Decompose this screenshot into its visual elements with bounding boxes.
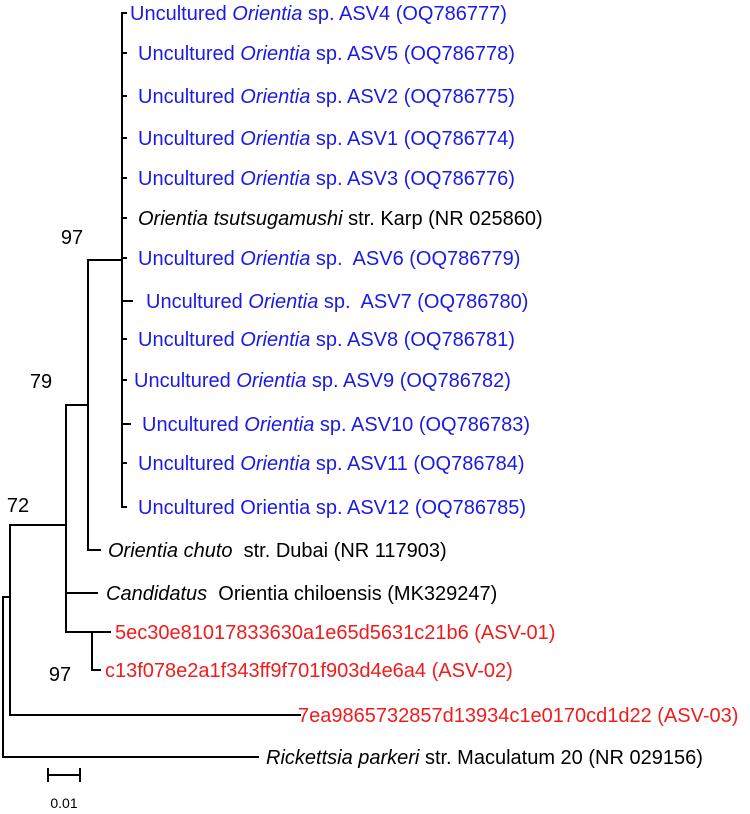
label-text: Uncultured [138, 329, 240, 351]
label-text: str. Karp (NR 025860) [343, 208, 543, 230]
scale-bar: 0.01 [47, 768, 81, 811]
leaf-label-asv7: Uncultured Orientia sp. ASV7 (OQ786780) [146, 291, 528, 313]
label-text: sp. ASV10 (OQ786783) [314, 414, 530, 436]
label-text: sp. ASV5 (OQ786778) [310, 43, 515, 65]
bootstrap-node-97-upper: 97 [61, 227, 83, 249]
label-text: Uncultured [138, 43, 240, 65]
italic-taxon-name: Orientia [240, 168, 310, 190]
label-text: str. Dubai (NR 117903) [233, 540, 447, 562]
label-text: sp. ASV8 (OQ786781) [310, 329, 515, 351]
tree-branches [2, 12, 301, 758]
label-text: c13f078e2a1f343ff9f701f903d4e6a4 (ASV-02… [105, 660, 513, 682]
italic-taxon-name: Orientia [232, 3, 302, 25]
leaf-labels: Uncultured Orientia sp. ASV4 (OQ786777)U… [105, 3, 738, 769]
scale-bar-label: 0.01 [50, 795, 77, 811]
leaf-label-asv6: Uncultured Orientia sp. ASV6 (OQ786779) [138, 248, 520, 270]
label-text: sp. ASV4 (OQ786777) [302, 3, 507, 25]
italic-taxon-name: Orientia [240, 43, 310, 65]
label-text: sp. ASV1 (OQ786774) [310, 128, 515, 150]
leaf-label-asv11: Uncultured Orientia sp. ASV11 (OQ786784) [138, 453, 525, 475]
leaf-label-asv9: Uncultured Orientia sp. ASV9 (OQ786782) [134, 370, 511, 392]
label-text: Uncultured [146, 291, 248, 313]
leaf-label-asv3: Uncultured Orientia sp. ASV3 (OQ786776) [138, 168, 515, 190]
label-text: Uncultured [130, 3, 232, 25]
label-text: sp. ASV2 (OQ786775) [310, 86, 515, 108]
leaf-label-chiloensis: Candidatus Orientia chiloensis (MK329247… [106, 583, 497, 605]
leaf-label-asv12: Uncultured Orientia sp. ASV12 (OQ786785) [138, 497, 526, 519]
label-text: sp. ASV3 (OQ786776) [310, 168, 515, 190]
label-text: Uncultured [138, 453, 240, 475]
leaf-label-asv01: 5ec30e81017833630a1e65d5631c21b6 (ASV-01… [115, 622, 555, 644]
label-text: Uncultured [138, 168, 240, 190]
label-text: str. Maculatum 20 (NR 029156) [419, 747, 702, 769]
label-text: Uncultured [134, 370, 236, 392]
italic-taxon-name: Orientia [248, 291, 318, 313]
leaf-label-parkeri: Rickettsia parkeri str. Maculatum 20 (NR… [266, 747, 703, 769]
label-text: sp. ASV7 (OQ786780) [318, 291, 528, 313]
leaf-label-asv2: Uncultured Orientia sp. ASV2 (OQ786775) [138, 86, 515, 108]
italic-taxon-name: Orientia [240, 453, 310, 475]
label-text: Uncultured [142, 414, 244, 436]
label-text: Uncultured [138, 248, 240, 270]
label-text: sp. ASV11 (OQ786784) [310, 453, 524, 475]
leaf-label-asv03: 7ea9865732857d13934c1e0170cd1d22 (ASV-03… [298, 705, 738, 727]
label-text: Orientia chiloensis (MK329247) [207, 583, 497, 605]
label-text: sp. ASV6 (OQ786779) [310, 248, 520, 270]
bootstrap-node-97-lower: 97 [49, 664, 71, 686]
italic-taxon-name: Orientia [240, 128, 310, 150]
leaf-label-karp: Orientia tsutsugamushi str. Karp (NR 025… [138, 208, 543, 230]
label-text: 7ea9865732857d13934c1e0170cd1d22 (ASV-03… [298, 705, 738, 727]
leaf-label-asv5: Uncultured Orientia sp. ASV5 (OQ786778) [138, 43, 515, 65]
italic-taxon-name: Orientia [244, 414, 314, 436]
italic-taxon-name: Orientia [240, 329, 310, 351]
leaf-label-asv02: c13f078e2a1f343ff9f701f903d4e6a4 (ASV-02… [105, 660, 513, 682]
bootstrap-values: 97 79 72 97 [7, 227, 83, 686]
leaf-label-asv10: Uncultured Orientia sp. ASV10 (OQ786783) [142, 414, 530, 436]
italic-taxon-name: Orientia [240, 86, 310, 108]
label-text: Uncultured [138, 128, 240, 150]
italic-taxon-name: Orientia [236, 370, 306, 392]
label-text: sp. ASV9 (OQ786782) [306, 370, 511, 392]
label-text: Uncultured [138, 86, 240, 108]
italic-taxon-name: Rickettsia parkeri [266, 747, 420, 769]
leaf-label-chuto: Orientia chuto str. Dubai (NR 117903) [108, 540, 447, 562]
bootstrap-node-79: 79 [30, 371, 52, 393]
italic-taxon-name: Orientia [240, 248, 310, 270]
italic-taxon-name: Candidatus [106, 583, 207, 605]
italic-taxon-name: Orientia chuto [108, 540, 233, 562]
label-text: 5ec30e81017833630a1e65d5631c21b6 (ASV-01… [115, 622, 555, 644]
italic-taxon-name: Orientia tsutsugamushi [138, 208, 343, 230]
label-text: Uncultured Orientia sp. ASV12 (OQ786785) [138, 497, 526, 519]
leaf-label-asv4: Uncultured Orientia sp. ASV4 (OQ786777) [130, 3, 507, 25]
leaf-label-asv8: Uncultured Orientia sp. ASV8 (OQ786781) [138, 329, 515, 351]
leaf-label-asv1: Uncultured Orientia sp. ASV1 (OQ786774) [138, 128, 515, 150]
bootstrap-node-72: 72 [7, 495, 29, 517]
